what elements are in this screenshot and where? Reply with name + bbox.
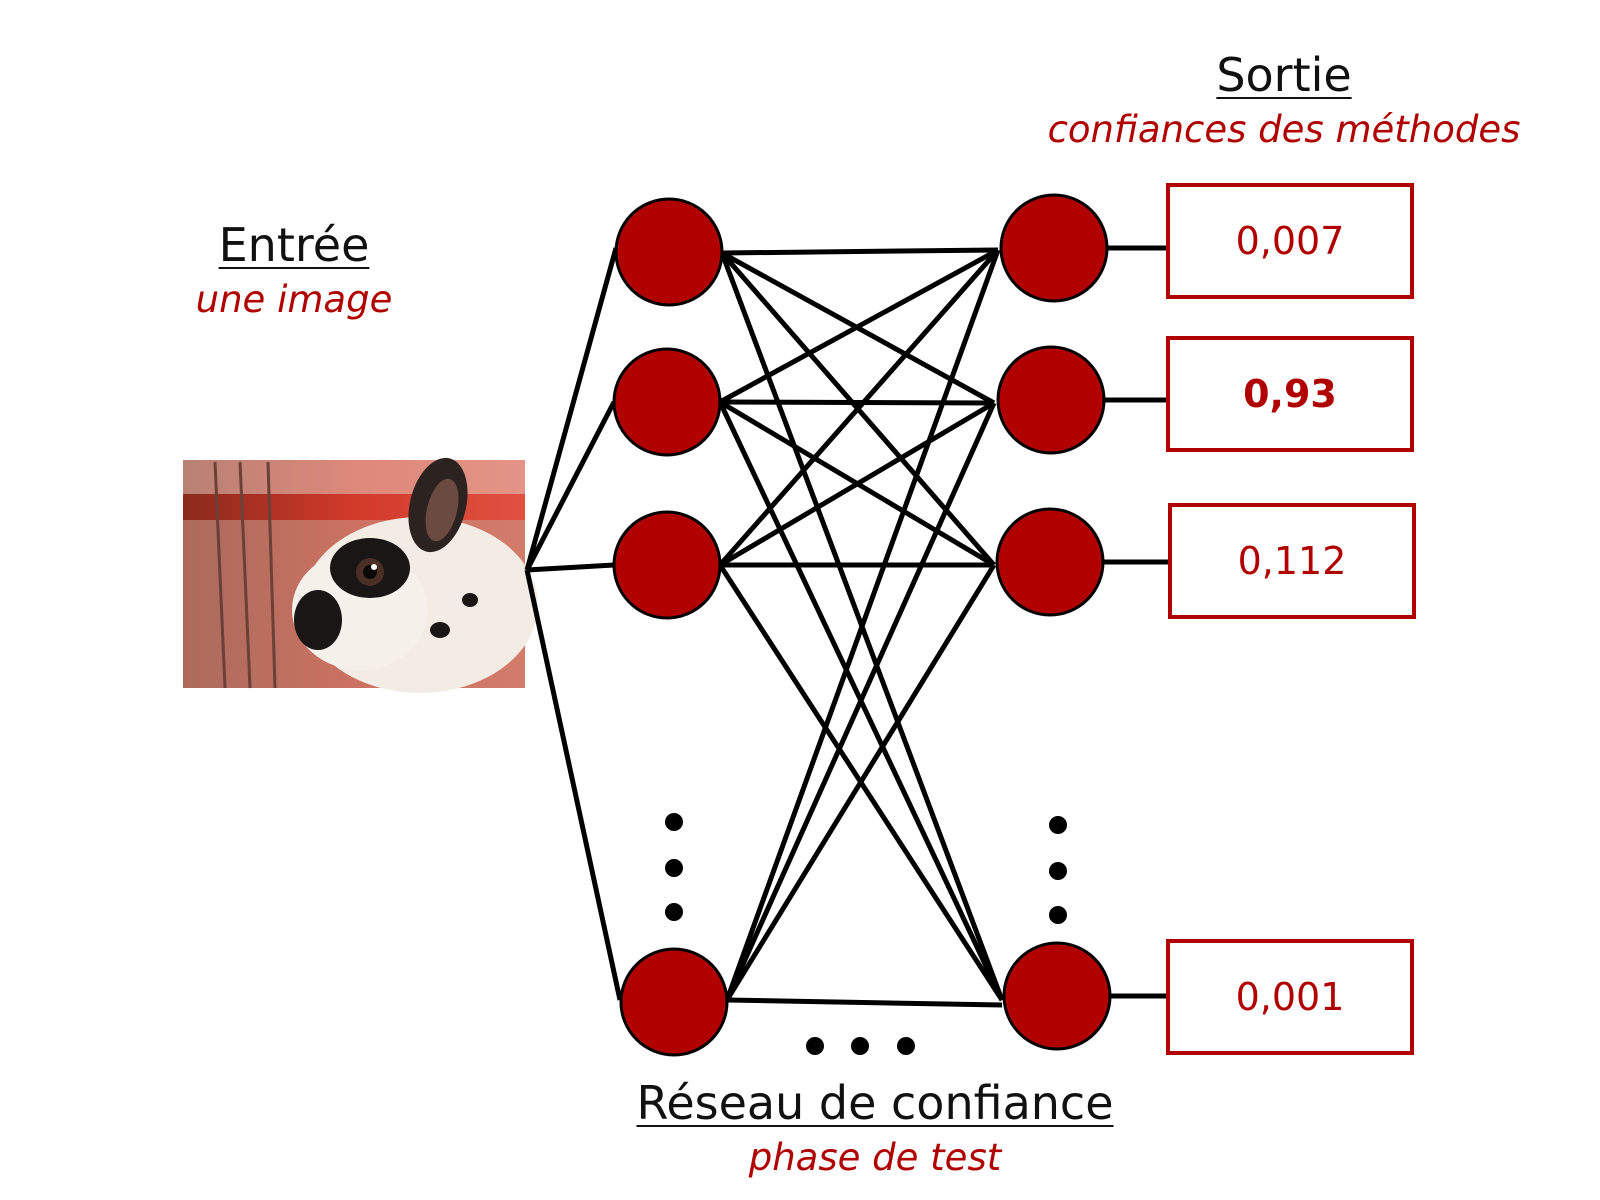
output-node	[999, 193, 1109, 303]
output-title: Sortie	[1216, 48, 1352, 102]
output-value-1: 0,007	[1166, 183, 1414, 299]
network-subtitle: phase de test	[748, 1136, 1002, 1179]
hidden-node	[614, 197, 724, 307]
output-node	[1002, 941, 1112, 1051]
network-title: Réseau de confiance	[636, 1076, 1114, 1130]
output-node	[995, 507, 1105, 617]
input-edges	[524, 247, 623, 1001]
ellipsis-dots	[665, 813, 1067, 1055]
input-title: Entrée	[218, 218, 370, 272]
output-subtitle: confiances des méthodes	[1047, 108, 1521, 151]
input-subtitle: une image	[195, 278, 393, 321]
output-value-2: 0,93	[1166, 336, 1414, 452]
output-value-3: 0,112	[1168, 503, 1416, 619]
hidden-node	[612, 347, 722, 457]
output-connectors	[1104, 245, 1168, 999]
hidden-node	[619, 947, 729, 1057]
hidden-layer	[612, 197, 729, 1057]
hidden-node	[612, 510, 722, 620]
network-edges	[717, 247, 1005, 1008]
output-value-4: 0,001	[1166, 939, 1414, 1055]
input-image	[183, 457, 538, 693]
output-node	[996, 345, 1106, 455]
output-layer	[995, 193, 1112, 1051]
